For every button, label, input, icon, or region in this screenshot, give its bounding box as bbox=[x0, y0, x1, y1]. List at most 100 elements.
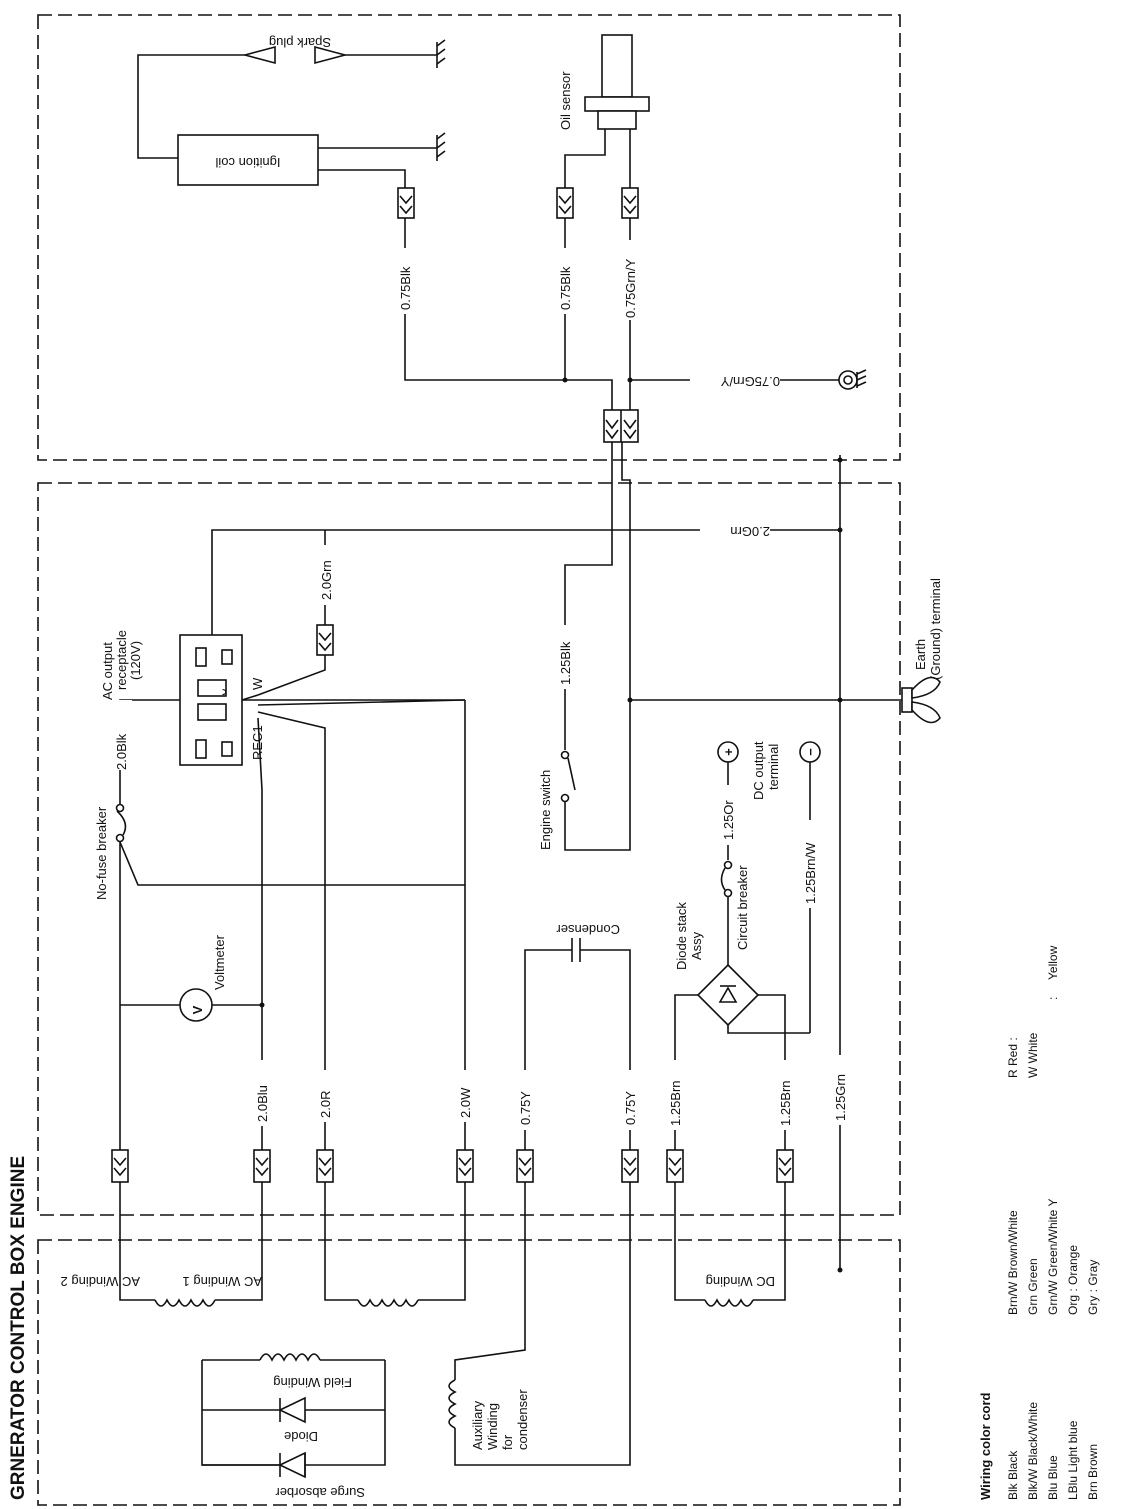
aux-winding-coil bbox=[448, 1379, 457, 1429]
dc-minus-terminal-icon: − bbox=[799, 741, 821, 763]
legend-title: Wiring color cord bbox=[978, 1392, 993, 1500]
diode-label: Diode bbox=[284, 1429, 318, 1444]
connector-2grn bbox=[316, 624, 334, 656]
aux-label-3: for bbox=[500, 1434, 515, 1450]
engine-connector-oil-gy bbox=[621, 187, 639, 219]
voltmeter-icon bbox=[179, 988, 213, 1022]
dc-plus-terminal-icon: + bbox=[717, 741, 739, 763]
legend-c2-0: Brn/W Brown/White bbox=[1006, 1210, 1020, 1315]
wire-label-2blu: 2.0Blu bbox=[255, 1085, 270, 1122]
svg-text:ᴗ: ᴗ bbox=[214, 688, 229, 695]
ac-output-label: AC output bbox=[100, 642, 115, 700]
rec1-label: REC1 bbox=[250, 725, 265, 760]
field-winding-label: Field Winding bbox=[273, 1375, 352, 1390]
wire-label-125grn: 1.25Grn bbox=[833, 1074, 848, 1121]
engine-switch-label: Engine switch bbox=[538, 770, 553, 850]
oil-sensor-body bbox=[601, 34, 633, 98]
engine-box bbox=[37, 14, 901, 461]
ac-winding1-coil bbox=[154, 1298, 216, 1307]
dc-plus-symbol: + bbox=[721, 748, 736, 756]
legend-c3b: Yellow bbox=[1046, 945, 1060, 980]
ignition-coil bbox=[177, 134, 319, 186]
wire-label-125or: 1.25Or bbox=[721, 800, 736, 840]
legend-c3b-colon: : bbox=[1046, 997, 1060, 1000]
aux-label-1: Auxiliary bbox=[470, 1400, 485, 1450]
aux-label-4: condenser bbox=[515, 1389, 530, 1450]
surge-absorber-icon bbox=[278, 1451, 306, 1479]
legend-c1-4: Brn Brown bbox=[1086, 1444, 1100, 1500]
aux-label-2: Winding bbox=[485, 1403, 500, 1450]
wire-label-oil-gy: 0.75Grn/Y bbox=[623, 258, 638, 318]
main-connector bbox=[603, 409, 639, 443]
oil-sensor-flange bbox=[584, 96, 650, 112]
wire-label-oil-blk: 0.75Blk bbox=[558, 266, 573, 310]
diode-icon bbox=[278, 1396, 306, 1424]
no-fuse-breaker-icon bbox=[115, 803, 127, 843]
wire-label-ign: 0.75Blk bbox=[398, 266, 413, 310]
voltmeter-label: Voltmeter bbox=[212, 934, 227, 990]
ground-coil-icon bbox=[436, 132, 446, 161]
wire-label-2grn-v: 2.0Grn bbox=[319, 560, 334, 600]
legend-c3-1: W White bbox=[1026, 1032, 1040, 1078]
wire-label-125brn-b: 1.25Brn bbox=[778, 1080, 793, 1126]
legend-c1-3: LBlu Light blue bbox=[1066, 1420, 1080, 1500]
legend-c2-4: Gry : Gray bbox=[1086, 1260, 1100, 1315]
dc-terminal-label: terminal bbox=[766, 744, 781, 790]
generator-box bbox=[37, 1239, 901, 1506]
legend-c1-2: Blu Blue bbox=[1046, 1455, 1060, 1500]
spark-plug-label: Spark plug bbox=[269, 35, 331, 50]
diode-stack-icon bbox=[696, 963, 760, 1027]
dc-winding-coil bbox=[704, 1298, 754, 1307]
ground-spark-icon bbox=[436, 39, 446, 68]
field-winding-assembly bbox=[201, 1353, 386, 1479]
dc-winding-label: DC Winding bbox=[706, 1274, 775, 1289]
receptacle-label: receptacle bbox=[114, 630, 129, 690]
legend-c1-0: Blk Black bbox=[1006, 1450, 1020, 1500]
diagram-title: GRNERATOR CONTROL BOX ENGINE bbox=[8, 1156, 29, 1500]
wire-label-ground: 0.75Grn/Y bbox=[720, 374, 780, 389]
ac-winding2-label: AC Winding 2 bbox=[61, 1274, 140, 1289]
ac-winding2-coil bbox=[357, 1298, 419, 1307]
oil-sensor-label: Oil sensor bbox=[558, 71, 573, 130]
wiring-legend: Wiring color cord Blk Black Blk/W Black/… bbox=[978, 945, 1100, 1500]
engine-ground-icon bbox=[838, 369, 867, 390]
ac-winding1-label: AC Winding 1 bbox=[183, 1274, 262, 1289]
condenser-label: Condenser bbox=[556, 922, 620, 937]
wire-label-075y-a: 0.75Y bbox=[518, 1091, 533, 1125]
ground-terminal-label: (Ground) terminal bbox=[928, 578, 943, 680]
spark-plug-right-icon bbox=[314, 45, 349, 65]
control-box bbox=[37, 482, 901, 1216]
wire-label-2grn-h: 2.0Grn bbox=[730, 524, 770, 539]
legend-c2-1: Grn Green bbox=[1026, 1258, 1040, 1315]
earth-terminal-icon bbox=[901, 676, 941, 724]
engine-connector-ign bbox=[397, 187, 415, 219]
engine-switch-icon bbox=[560, 750, 576, 803]
assy-label: Assy bbox=[689, 931, 704, 960]
wire-label-2blk: 2.0Blk bbox=[114, 733, 129, 770]
voltmeter-symbol: V bbox=[190, 1005, 205, 1014]
wire-label-2w: 2.0W bbox=[458, 1087, 473, 1118]
spark-plug-left-icon bbox=[241, 45, 276, 65]
legend-c3-0: R Red : bbox=[1006, 1037, 1020, 1078]
wire-label-125brnw: 1.25Brn/W bbox=[803, 842, 818, 904]
dc-output-label: DC output bbox=[751, 741, 766, 800]
field-winding-coil bbox=[259, 1353, 321, 1362]
no-fuse-breaker-label: No-fuse breaker bbox=[94, 806, 109, 900]
w-terminal-label: W bbox=[250, 677, 265, 690]
surge-absorber-label: Surge absorber bbox=[275, 1485, 365, 1500]
circuit-breaker-label: Circuit breaker bbox=[735, 865, 750, 950]
wire-label-075y-b: 0.75Y bbox=[623, 1091, 638, 1125]
circuit-breaker-icon bbox=[720, 860, 733, 898]
legend-c1-1: Blk/W Black/White bbox=[1026, 1402, 1040, 1500]
wire-label-2r: 2.0R bbox=[318, 1091, 333, 1118]
dc-minus-symbol: − bbox=[803, 748, 818, 756]
connector-row bbox=[111, 1149, 794, 1183]
engine-connector-oil-blk bbox=[556, 187, 574, 219]
legend-c2-3: Org : Orange bbox=[1066, 1245, 1080, 1315]
diode-stack-label: Diode stack bbox=[674, 902, 689, 970]
oil-sensor-base bbox=[597, 110, 637, 130]
ignition-coil-label: Ignition coil bbox=[215, 155, 280, 170]
wire-label-125blk: 1.25Blk bbox=[558, 641, 573, 685]
voltage-label: (120V) bbox=[128, 641, 143, 680]
